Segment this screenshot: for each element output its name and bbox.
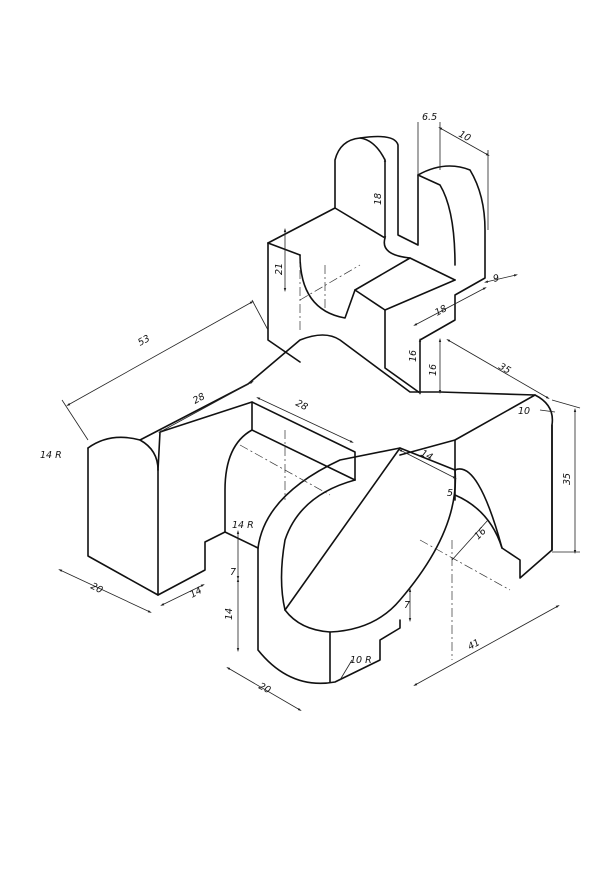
- dim-18-slot: 18: [373, 193, 384, 205]
- dim-16-arc: 16: [472, 526, 488, 542]
- dimension-labels: 53 28 28 14 R 20 14 14 R 7 14 20 10 R 41…: [40, 112, 573, 696]
- dim-35-vertical: 35: [562, 473, 573, 485]
- dim-20-left: 20: [89, 581, 105, 596]
- dim-14-base: 14: [188, 585, 204, 600]
- dim-21: 21: [274, 263, 285, 275]
- dimension-lines: [58, 122, 581, 712]
- dim-7-right: 7: [404, 600, 410, 611]
- dim-28-left: 28: [191, 391, 207, 406]
- dim-14-top: 14: [419, 448, 435, 463]
- dim-28-right: 28: [294, 398, 310, 413]
- dim-5: 5: [447, 488, 453, 499]
- dim-14r-mid: 14 R: [232, 520, 254, 531]
- dim-18-step: 18: [433, 303, 449, 318]
- dim-10-top: 10: [457, 129, 473, 144]
- dim-16-step: 16: [408, 350, 419, 362]
- dim-10-corner: 10: [518, 406, 530, 417]
- dim-14r-left: 14 R: [40, 450, 62, 461]
- dim-41: 41: [466, 637, 482, 652]
- rear-upright: [267, 135, 486, 394]
- front-boss: [257, 447, 503, 685]
- dim-16-side: 16: [428, 364, 439, 376]
- dim-53: 53: [136, 333, 152, 348]
- dim-35-diagonal: 35: [497, 361, 513, 377]
- dim-14-vertical: 14: [224, 608, 235, 620]
- center-lines: [239, 256, 511, 660]
- dim-20-front: 20: [257, 681, 273, 696]
- dim-9: 9: [492, 273, 501, 285]
- base-body: [87, 334, 554, 596]
- dim-7-left: 7: [230, 567, 236, 578]
- dim-10r: 10 R: [350, 655, 372, 666]
- dim-6-5: 6.5: [422, 112, 437, 123]
